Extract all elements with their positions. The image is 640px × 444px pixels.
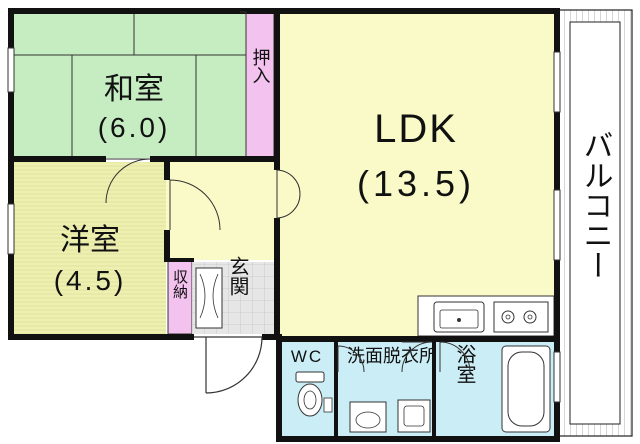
balcony-label: バルコニー xyxy=(578,130,613,280)
washitsu-room: 和室 (6.0) xyxy=(12,12,246,158)
shuunou-storage: 収納 xyxy=(167,259,193,335)
doors xyxy=(105,11,471,394)
genkan-label: 玄関 xyxy=(226,256,250,296)
ldk-size: (13.5) xyxy=(357,163,475,204)
washitsu-size: (6.0) xyxy=(98,112,171,143)
windows xyxy=(7,47,561,403)
youshitsu-label: 洋室 xyxy=(60,223,120,258)
shuunou-label: 収納 xyxy=(171,269,189,300)
oshiire-closet: 押入 xyxy=(245,11,275,159)
youshitsu-size: (4.5) xyxy=(54,265,127,296)
washroom: 洗面脱衣所 xyxy=(338,342,437,436)
ldk-room: LDK (13.5) xyxy=(274,12,556,340)
hallway xyxy=(166,162,274,260)
bathroom: 浴室 xyxy=(436,342,554,436)
bath-label: 浴室 xyxy=(453,344,477,384)
ldk-label: LDK xyxy=(374,107,458,151)
wc-label: WC xyxy=(291,347,323,366)
kitchen-counter xyxy=(417,295,555,337)
washroom-label: 洗面脱衣所 xyxy=(347,346,437,367)
wc-room: WC xyxy=(282,342,336,436)
youshitsu-room: 洋室 (4.5) xyxy=(12,162,166,334)
washitsu-label: 和室 xyxy=(104,72,164,107)
genkan-entrance: 玄関 xyxy=(192,256,274,334)
oshiire-label: 押入 xyxy=(250,48,271,84)
balcony: バルコニー xyxy=(557,9,633,437)
